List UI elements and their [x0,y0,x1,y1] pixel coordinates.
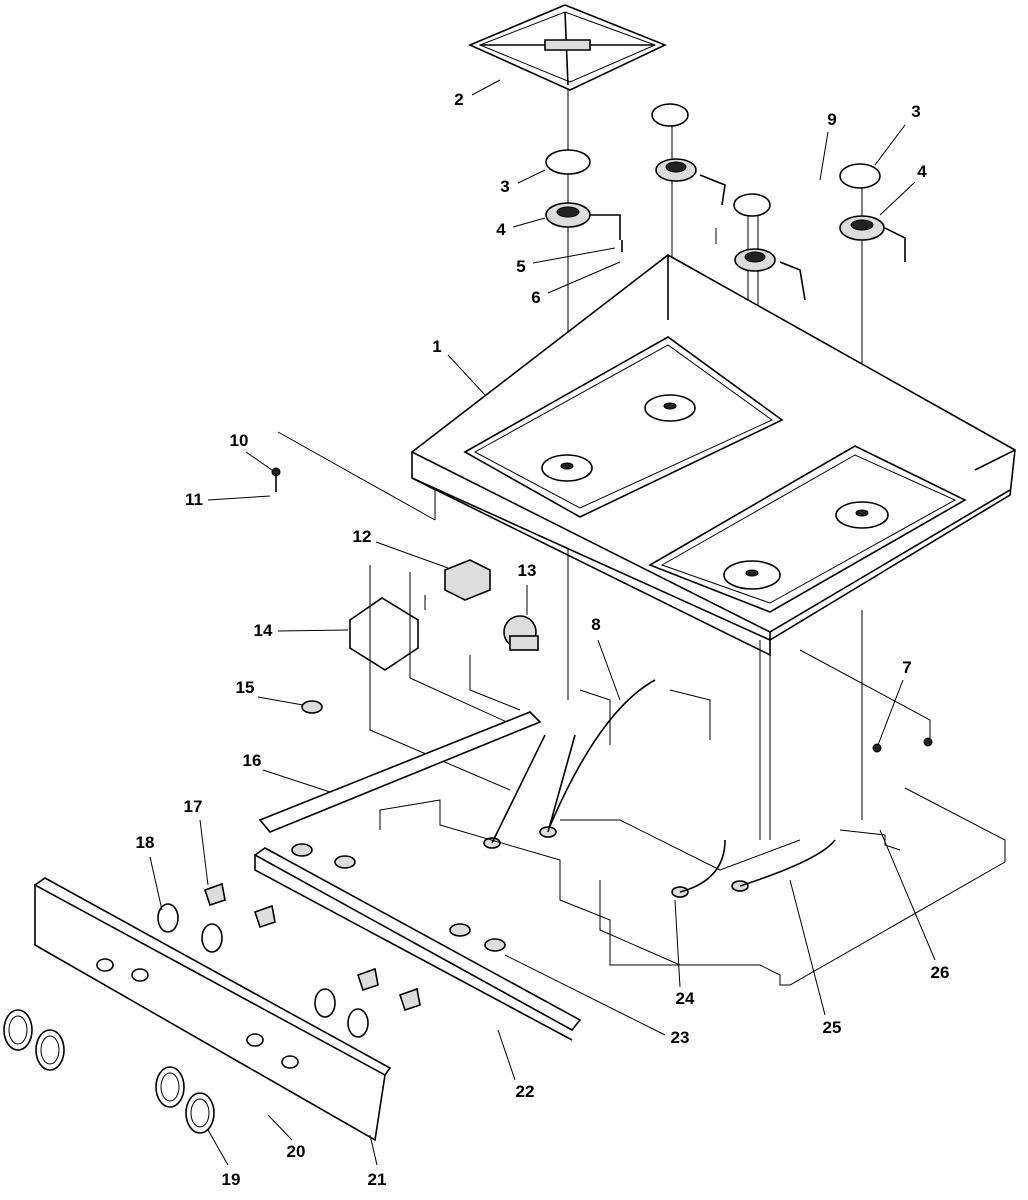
callout-18: 18 [135,833,155,852]
callout-11: 11 [185,490,203,509]
callout-1: 1 [432,337,442,356]
gas-manifold [253,679,901,1041]
callout-4: 4 [496,220,506,239]
callout-20: 20 [286,1142,306,1161]
callout-5: 5 [516,257,526,276]
callout-15: 15 [235,678,255,697]
callout-21: 21 [367,1170,387,1189]
callout-10: 10 [229,431,249,450]
callout-12: 12 [352,527,372,546]
callout-2: 2 [454,90,464,109]
callout-14: 14 [253,621,273,640]
control-panel [34,877,392,1142]
callout-19: 19 [221,1170,241,1189]
burner-heads [545,158,885,272]
callout-13: 13 [517,561,537,580]
callout-6: 6 [531,288,541,307]
base-plate [379,787,1006,986]
small-parts [271,467,933,791]
callout-9: 9 [827,110,837,129]
callout-23: 23 [670,1028,690,1047]
bezels [157,882,421,1038]
callout-3b: 3 [911,102,921,121]
callout-7: 7 [902,658,912,677]
callout-8: 8 [591,615,601,634]
callout-24: 24 [675,989,695,1008]
callout-17: 17 [183,797,203,816]
igniters [590,174,906,301]
callout-16: 16 [242,751,262,770]
burner-caps [545,103,881,217]
callout-25: 25 [822,1018,842,1037]
cooktop [277,254,1016,657]
callout-4b: 4 [917,162,927,181]
leader-lines [149,79,936,1166]
callout-3: 3 [500,177,510,196]
callout-26: 26 [930,963,950,982]
burner-grate [467,4,667,91]
knobs [3,1009,215,1134]
callout-22: 22 [515,1082,535,1101]
